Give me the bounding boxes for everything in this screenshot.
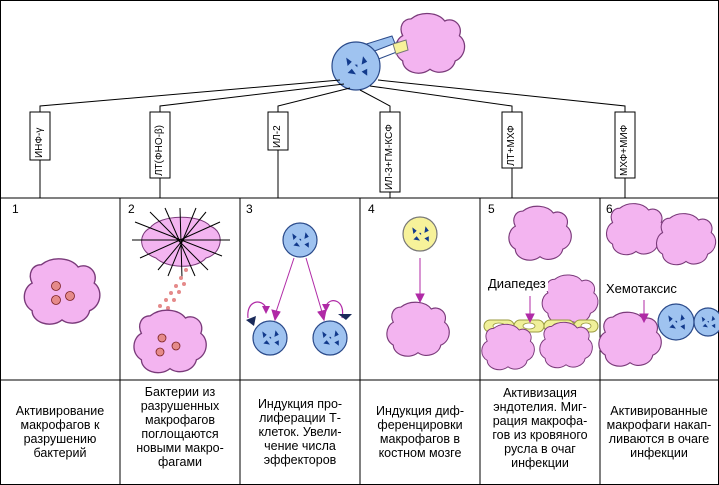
- cytokine-label-2: ЛТ(ФНО-β): [154, 124, 165, 176]
- cytokine-label-3: ИЛ-2: [272, 125, 283, 148]
- panel-number-6: 6: [606, 202, 613, 216]
- panel-4-illustration: [386, 216, 450, 357]
- fan-lines: [39, 79, 626, 112]
- diapedesis-label: Диапедез: [486, 276, 548, 291]
- cytokine-label-4: ИЛ-3+ГМ-КСФ: [384, 124, 395, 190]
- panel-number-2: 2: [128, 202, 135, 216]
- panel-number-3: 3: [246, 202, 253, 216]
- chemotaxis-label: Хемотаксис: [604, 281, 679, 296]
- panel-caption-5: Активизация эндотелия. Миг-рация макрофа…: [492, 386, 588, 470]
- top-illustration: [331, 12, 466, 91]
- panel-caption-2: Бактерии из разрушенных макрофагов погло…: [136, 385, 224, 469]
- panel-caption-4: Индукция диф-ференцировки макрофагов в к…: [375, 404, 464, 460]
- cytokine-label-6: МХФ+МИФ: [619, 124, 630, 176]
- panel-number-1: 1: [12, 202, 19, 216]
- panel-1-illustration: [23, 258, 101, 325]
- panel-number-5: 5: [488, 202, 495, 216]
- panel-caption-6: Активированные макрофаги накап-ливаются …: [606, 404, 712, 460]
- panel-2-illustration: [132, 207, 230, 374]
- cytokine-label-1: ИНФ-γ: [34, 127, 45, 158]
- panel-5-illustration: [481, 205, 599, 371]
- cytokine-boxes: [29, 111, 636, 198]
- panel-caption-3: Индукция про-лиферации Т-клеток. Увели-ч…: [257, 397, 343, 467]
- cytokine-label-5: ЛТ+МХФ: [506, 125, 517, 166]
- panel-number-4: 4: [368, 202, 375, 216]
- panel-caption-1: Активирование макрофагов к разрушению ба…: [15, 404, 105, 460]
- panel-6-illustration: [598, 203, 719, 367]
- panel-3-illustration: [246, 222, 352, 356]
